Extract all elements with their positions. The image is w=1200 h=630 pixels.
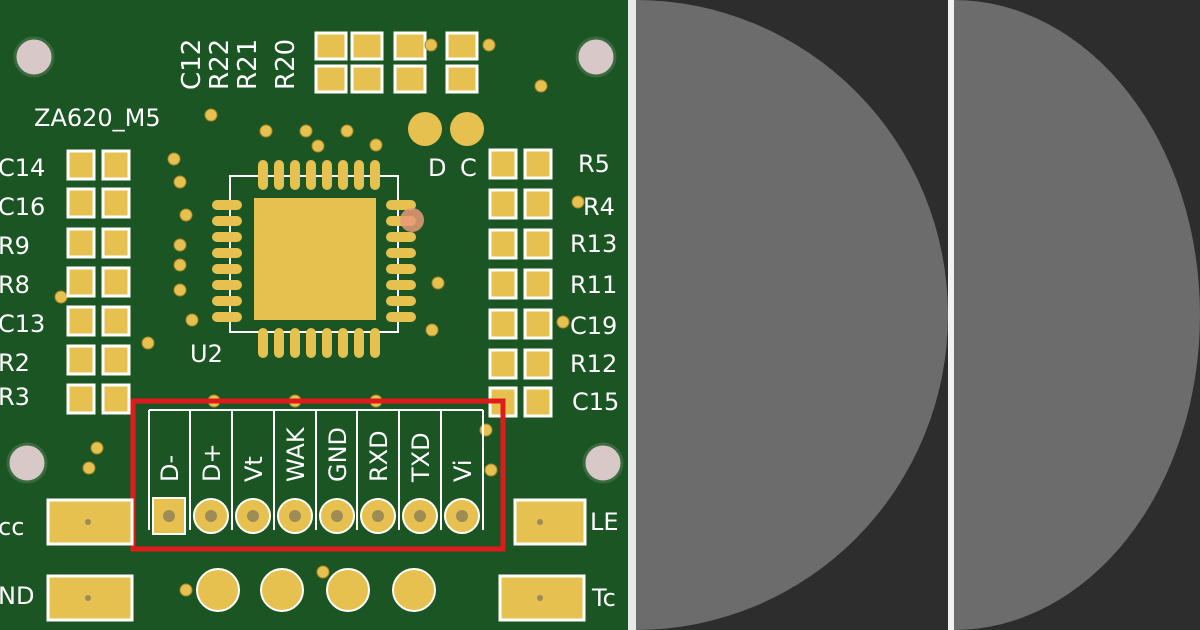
ref-r12: R12 [570,350,617,378]
dc-pads [408,112,484,146]
chip-thermal-pad [254,198,376,320]
ref-c15: C15 [572,388,619,416]
pin-header: D- D+ Vt WAK GND RXD TXD Vi [148,409,484,535]
module-label: ZA620_M5 [34,104,161,132]
ref-c12: C12 [177,39,207,90]
ref-r2: R2 [0,349,30,377]
pcb-board: C12 R22 R21 R20 ZA620_M5 [0,0,636,630]
left-smd-pads [66,149,131,415]
ref-r5: R5 [578,150,610,178]
ref-r22: R22 [205,39,235,90]
pin-label-d-minus: D- [156,455,184,482]
ref-c14: C14 [0,154,45,182]
pin-label-vt: Vt [240,456,268,482]
label-tc: Tc [591,584,616,612]
pin-label-gnd: GND [324,427,352,482]
label-u2: U2 [190,340,223,368]
mounting-holes [6,36,624,484]
ref-c13: C13 [0,310,45,338]
ref-r21: R21 [233,39,263,90]
label-le: LE [590,508,619,536]
highlight-box [130,398,506,552]
ref-r4: R4 [583,193,615,221]
orange-marker [400,208,424,232]
ref-r9: R9 [0,232,30,260]
pin-label-rxd: RXD [365,430,393,482]
left-ref-labels: C14 C16 R9 R8 C13 R2 R3 [0,154,45,411]
board-edge [628,0,636,630]
half-disc-shape [954,0,1200,630]
ref-c16: C16 [0,193,45,221]
panel-divider [948,0,954,630]
ref-r11: R11 [570,271,617,299]
pin-label-vi: Vi [449,459,477,482]
pin-label-d-plus: D+ [198,443,226,482]
ref-r3: R3 [0,383,30,411]
label-d: D [428,154,446,182]
ref-r20: R20 [271,39,301,90]
right-ref-labels: R5 R4 R13 R11 C19 R12 C15 [570,150,619,416]
label-c: C [460,154,477,182]
top-ref-labels: C12 R22 R21 R20 [177,39,301,90]
ref-r8: R8 [0,271,30,299]
top-smd-pads [314,31,479,94]
pin-label-txd: TXD [407,432,435,483]
pin-label-wak: WAK [282,426,310,482]
bottom-round-pads [196,568,436,612]
ref-r13: R13 [570,230,617,258]
half-disc-panel-1 [636,0,948,630]
ref-c19: C19 [570,312,617,340]
half-disc-shape [636,0,948,630]
label-vcc: cc [0,513,24,541]
label-gnd: ND [0,582,34,610]
half-disc-panel-2 [954,0,1200,630]
chip-u2 [212,160,424,358]
